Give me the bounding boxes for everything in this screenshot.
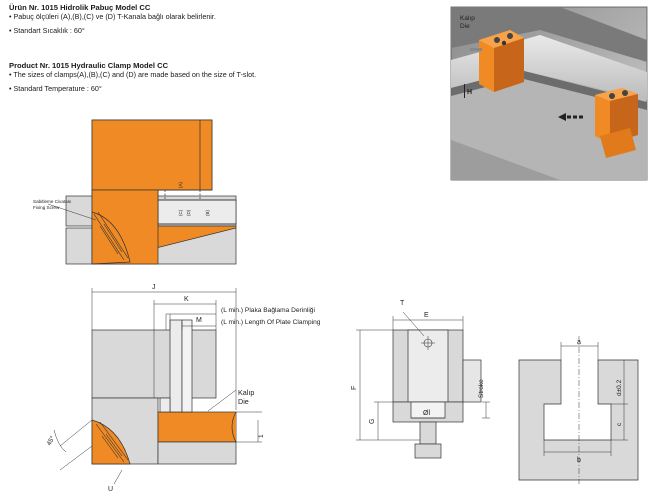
screw-label-tr: Sabitleme Civatası [33,199,71,204]
dim-k: K [184,296,189,303]
dim-a: a [577,339,581,346]
title-tr: Ürün Nr. 1015 Hidrolik Pabuç Model CC [9,3,151,12]
dim-m: M [196,317,202,324]
dim-b: b [577,457,581,464]
title-en: Product Nr. 1015 Hydraulic Clamp Model C… [9,61,169,70]
photo-h-label: H [467,89,472,96]
dim-b-rotated: (B) [205,210,210,217]
dim-f: F [351,386,358,390]
dim-a-rotated: (A) [178,182,183,189]
plate-depth-en: (L min.) Length Of Plate Clamping [221,319,321,326]
dim-d-rotated: (D) [186,209,191,216]
die-label-tr: Kalıp [238,388,254,397]
desc-tr-line2: • Standart Sıcaklık : 60° [9,26,85,35]
dim-dia: Øl [423,410,430,417]
plate-depth-tr: (L min.) Plaka Bağlama Derinliği [221,307,315,314]
dim-u: U [108,486,113,493]
dim-one: 1 [258,434,265,438]
screw-label-en: Fixing Screw [33,205,60,210]
die-label-en: Die [238,397,249,406]
photo-die-label-tr: Kalıp [460,15,475,22]
dim-c-rotated: (C) [178,209,183,216]
desc-tr-line1: • Pabuç ölçüleri (A),(B),(C) ve (D) T-Ka… [9,12,216,21]
desc-en-line2: • Standard Temperature : 60° [9,84,102,93]
photo-die-label-en: Die [460,23,470,30]
dim-t: T [400,300,405,307]
dim-stroke: Stroke [478,379,485,398]
dim-g: G [369,419,376,424]
dim-e: E [424,312,429,319]
dim-c: c [616,422,623,426]
dim-d: d±0.2 [616,379,623,396]
dim-j: J [152,284,156,291]
desc-en-line1: • The sizes of clamps(A),(B),(C) and (D)… [9,70,257,79]
